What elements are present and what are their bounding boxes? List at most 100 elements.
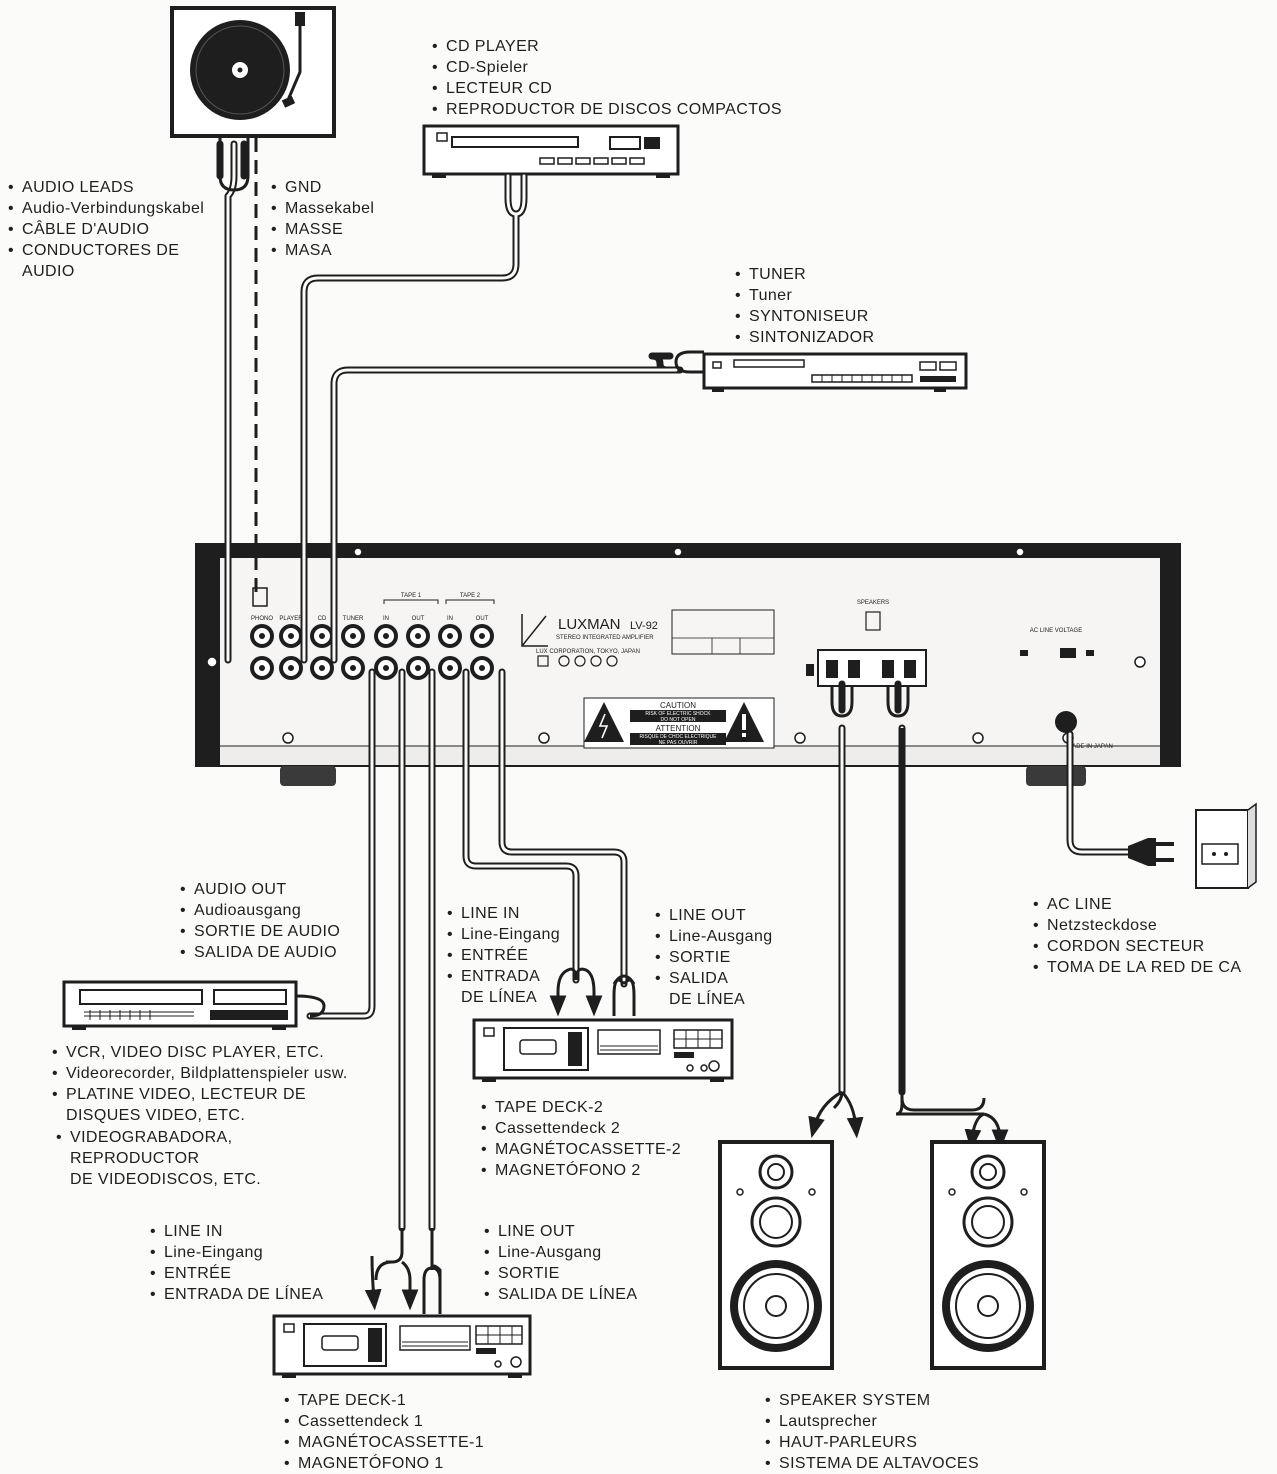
vcr-fr: PLATINE VIDEO, LECTEUR DE — [52, 1084, 348, 1105]
gnd-en: GND — [271, 177, 374, 198]
audio-out-fr: SORTIE DE AUDIO — [180, 921, 340, 942]
deck1-arrows — [364, 1228, 442, 1314]
tuner-en: TUNER — [735, 264, 874, 285]
ac-line-es: TOMA DE LA RED DE CA — [1033, 957, 1241, 978]
gnd-es: MASA — [271, 240, 374, 261]
label-deck1-line-out: LINE OUT Line-Ausgang SORTIE SALIDA DE L… — [484, 1221, 637, 1305]
speakers-label: SPEAKERS — [857, 600, 889, 606]
deck2-line-out-en: LINE OUT — [655, 905, 773, 926]
deck1-line-in-de: Line-Eingang — [150, 1242, 323, 1263]
deck1-line-out-es: SALIDA DE LÍNEA — [484, 1284, 637, 1305]
label-speaker-system: SPEAKER SYSTEM Lautsprecher HAUT-PARLEUR… — [765, 1390, 979, 1474]
jack-label-tape2-in: IN — [447, 616, 453, 622]
deck2-line-in-es-cont: DE LÍNEA — [461, 989, 538, 1006]
tape-deck-1-device — [272, 1314, 532, 1378]
label-cd-player: CD PLAYER CD-Spieler LECTEUR CD REPRODUC… — [432, 36, 782, 120]
cd-player-es: REPRODUCTOR DE DISCOS COMPACTOS — [432, 99, 782, 120]
jack-label-tape1-out: OUT — [412, 616, 425, 622]
label-tape-deck-1: TAPE DECK-1 Cassettendeck 1 MAGNÉTOCASSE… — [284, 1390, 484, 1474]
speaker-system-en: SPEAKER SYSTEM — [765, 1390, 979, 1411]
attention-line-1: RISQUE DE CHOC ELECTRIQUE — [640, 734, 718, 740]
deck2-line-out-es: SALIDA — [655, 968, 773, 989]
deck2-line-in-de: Line-Eingang — [447, 924, 560, 945]
label-videograbadora: VIDEOGRABADORA, REPRODUCTOR DE VIDEODISC… — [56, 1127, 261, 1190]
audio-out-es: SALIDA DE AUDIO — [180, 942, 340, 963]
voltage-label: AC LINE VOLTAGE — [1030, 628, 1082, 634]
label-gnd: GND Massekabel MASSE MASA — [271, 177, 374, 261]
tape1-bracket-label: TAPE 1 — [401, 593, 422, 599]
tape-deck-1-fr: MAGNÉTOCASSETTE-1 — [284, 1432, 484, 1453]
cd-player-device — [422, 124, 680, 178]
deck1-line-out-fr: SORTIE — [484, 1263, 637, 1284]
tuner-fr: SYNTONISEUR — [735, 306, 874, 327]
tape-deck-1-de: Cassettendeck 1 — [284, 1411, 484, 1432]
audio-leads-de: Audio-Verbindungskabel — [8, 198, 204, 219]
phono-lead-split — [218, 138, 250, 192]
vcr-en: VCR, VIDEO DISC PLAYER, ETC. — [52, 1042, 348, 1063]
rca-jack-array — [250, 624, 494, 680]
ac-line-en: AC LINE — [1033, 894, 1241, 915]
vcr-fr-cont: DISQUES VIDEO, ETC. — [66, 1107, 246, 1124]
tape2-bracket-label: TAPE 2 — [460, 593, 481, 599]
caution-line-1: RISK OF ELECTRIC SHOCK — [645, 711, 711, 717]
speaker-right — [930, 1140, 1046, 1370]
label-audio-out: AUDIO OUT Audioausgang SORTIE DE AUDIO S… — [180, 879, 340, 963]
tape-deck-1-en: TAPE DECK-1 — [284, 1390, 484, 1411]
deck1-line-in-en: LINE IN — [150, 1221, 323, 1242]
attention-line-2: NE PAS OUVRIR — [659, 740, 698, 746]
tape-deck-1-es: MAGNETÓFONO 1 — [284, 1453, 484, 1474]
vcr-es: VIDEOGRABADORA, — [56, 1127, 261, 1148]
amplifier-rear-panel: TAPE 1 TAPE 2 PHONO PLAYER CD TUNER IN O… — [195, 543, 1181, 786]
attention-title: ATTENTION — [656, 724, 701, 733]
deck1-line-in-es: ENTRADA DE LÍNEA — [150, 1284, 323, 1305]
speaker-system-fr: HAUT-PARLEURS — [765, 1432, 979, 1453]
deck2-arrows — [549, 967, 636, 1017]
speaker-left — [718, 1140, 834, 1370]
cd-player-en: CD PLAYER — [432, 36, 782, 57]
jack-label-player: PLAYER — [279, 616, 303, 622]
deck1-line-in-fr: ENTRÉE — [150, 1263, 323, 1284]
deck2-line-in-es: ENTRADA — [447, 966, 560, 987]
turntable-device — [170, 6, 336, 138]
amp-model: LV-92 — [630, 620, 658, 632]
deck2-line-out-fr: SORTIE — [655, 947, 773, 968]
vcr-es-cont-2: DE VIDEODISCOS, ETC. — [70, 1171, 262, 1188]
caution-line-2: DO NOT OPEN — [661, 717, 696, 723]
deck2-line-out-de: Line-Ausgang — [655, 926, 773, 947]
deck1-line-out-de: Line-Ausgang — [484, 1242, 637, 1263]
amp-brand: LUXMAN — [558, 616, 621, 633]
tuner-device — [702, 352, 968, 392]
speaker-arrows — [808, 1090, 1009, 1151]
cd-player-de: CD-Spieler — [432, 57, 782, 78]
caution-title: CAUTION — [660, 701, 696, 710]
speaker-system-de: Lautsprecher — [765, 1411, 979, 1432]
jack-label-tape2-out: OUT — [476, 616, 489, 622]
label-tape-deck-2: TAPE DECK-2 Cassettendeck 2 MAGNÉTOCASSE… — [481, 1097, 681, 1181]
tape-deck-2-device — [472, 1018, 734, 1082]
amp-subtitle: STEREO INTEGRATED AMPLIFIER — [556, 635, 654, 641]
tape-deck-2-de: Cassettendeck 2 — [481, 1118, 681, 1139]
audio-out-en: AUDIO OUT — [180, 879, 340, 900]
deck2-line-in-en: LINE IN — [447, 903, 560, 924]
tuner-lead-loop — [674, 350, 704, 374]
cable-cores — [226, 142, 1130, 1230]
label-deck2-line-in: LINE IN Line-Eingang ENTRÉE ENTRADA DE L… — [447, 903, 560, 1008]
label-deck2-line-out: LINE OUT Line-Ausgang SORTIE SALIDA DE L… — [655, 905, 773, 1010]
deck2-line-out-es-cont: DE LÍNEA — [669, 991, 746, 1008]
label-audio-leads: AUDIO LEADS Audio-Verbindungskabel CÂBLE… — [8, 177, 204, 282]
ac-line-fr: CORDON SECTEUR — [1033, 936, 1241, 957]
audio-leads-fr: CÂBLE D'AUDIO — [8, 219, 204, 240]
audio-leads-es: CONDUCTORES DE — [8, 240, 204, 261]
audio-leads-en: AUDIO LEADS — [8, 177, 204, 198]
label-deck1-line-in: LINE IN Line-Eingang ENTRÉE ENTRADA DE L… — [150, 1221, 323, 1305]
ac-plug-and-outlet — [1128, 802, 1257, 889]
jack-label-cd: CD — [318, 616, 327, 622]
cd-player-fr: LECTEUR CD — [432, 78, 782, 99]
audio-leads-es-cont: AUDIO — [22, 263, 75, 280]
label-ac-line: AC LINE Netzsteckdose CORDON SECTEUR TOM… — [1033, 894, 1241, 978]
deck1-line-out-en: LINE OUT — [484, 1221, 637, 1242]
made-in-label: MADE IN JAPAN — [1067, 744, 1113, 750]
speaker-pair — [718, 1140, 1046, 1370]
